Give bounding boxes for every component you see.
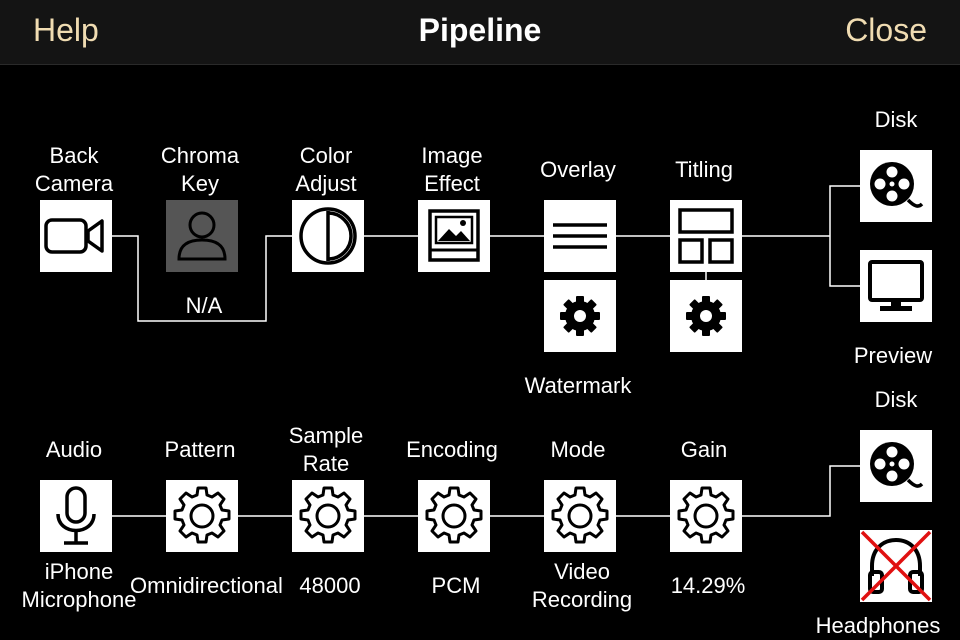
wire-to-preview [829,236,860,287]
back-camera-node[interactable] [40,200,112,272]
back-camera-label: Back Camera [34,143,114,196]
overlay-node[interactable] [544,200,616,272]
video-disk-node[interactable] [860,150,932,222]
pattern-node[interactable] [166,480,238,552]
watermark-node[interactable] [544,280,616,352]
sample-rate-label: Sample Rate [288,423,364,476]
video-camera-icon [44,218,104,254]
film-reel-icon [870,442,924,488]
headphones-node[interactable] [860,530,932,602]
cog-icon [173,486,231,544]
pattern-label: Pattern [164,437,236,462]
lines-icon [553,223,607,249]
image-effect-node[interactable] [418,200,490,272]
encoding-node[interactable] [418,480,490,552]
cog-icon [677,486,735,544]
gear-icon [560,296,600,336]
gain-value: 14.29% [670,573,746,598]
encoding-label: Encoding [406,437,498,462]
monitor-icon [868,260,924,311]
audio-disk-node[interactable] [860,430,932,502]
chroma-key-value: N/A [185,293,223,318]
navigation-bar: Help Pipeline Close [0,0,960,65]
cog-icon [299,486,357,544]
person-icon [177,211,227,261]
preview-label: Preview [853,343,933,368]
cog-icon [551,486,609,544]
overlay-label: Overlay [540,157,616,182]
image-effect-label: Image Effect [421,143,483,196]
audio-label: Audio [45,437,103,462]
video-disk-label: Disk [874,107,918,132]
preview-node[interactable] [860,250,932,322]
picture-icon [428,209,480,262]
cog-icon [425,486,483,544]
film-reel-icon [870,162,924,208]
mode-value: Video Recording [531,559,633,612]
layout-icon [678,208,734,264]
encoding-value: PCM [431,573,481,598]
sample-rate-value: 48000 [299,573,361,598]
wire-to-disk [829,185,860,236]
watermark-label: Watermark [524,373,632,398]
gear-icon [686,296,726,336]
gain-label: Gain [680,437,728,462]
gain-node[interactable] [670,480,742,552]
page-title: Pipeline [418,12,542,48]
audio-disk-label: Disk [874,387,918,412]
audio-source-value: iPhone Microphone [21,559,137,612]
pattern-value: Omnidirectional [130,573,283,598]
mode-node[interactable] [544,480,616,552]
wire-camera-color [112,235,292,322]
close-button[interactable]: Close [845,12,927,48]
color-adjust-node[interactable] [292,200,364,272]
titling-node[interactable] [670,200,742,272]
microphone-icon [56,486,96,545]
wire-gain-disk [742,465,860,517]
sample-rate-node[interactable] [292,480,364,552]
audio-source-node[interactable] [40,480,112,552]
headphones-icon [860,530,932,602]
titling-label: Titling [675,157,733,182]
help-button[interactable]: Help [33,12,99,48]
chroma-key-node[interactable] [166,200,238,272]
chroma-key-label: Chroma Key [160,143,240,196]
titling-settings-node[interactable] [670,280,742,352]
color-adjust-label: Color Adjust [295,143,357,196]
mode-label: Mode [550,437,606,462]
headphones-label: Headphones [815,613,941,638]
half-circle-icon [299,207,357,265]
